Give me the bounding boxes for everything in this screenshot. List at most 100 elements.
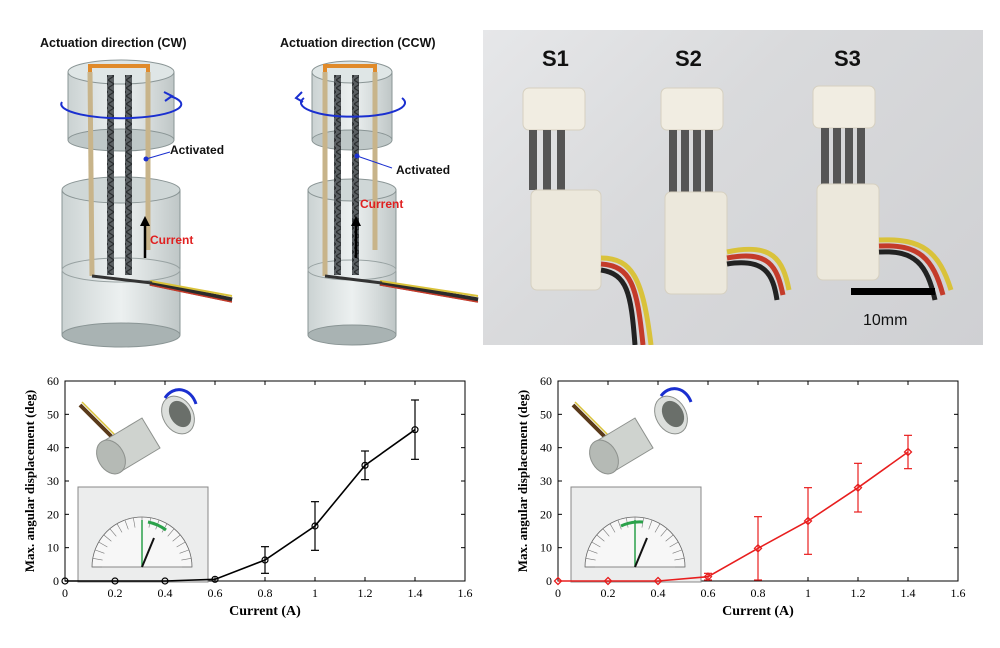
actuator-ccw-drawing (294, 60, 479, 346)
series-line (558, 451, 909, 582)
data-point (161, 577, 169, 585)
protractor-tick (172, 534, 181, 542)
x-tick-label: 1 (312, 586, 318, 600)
schematic-ccw: Actuation direction (CCW) (270, 30, 490, 350)
protractor-tick (167, 528, 175, 537)
schematic-cw: Actuation direction (CW) (30, 30, 250, 350)
x-tick-label: 0.4 (651, 586, 666, 600)
protractor-needle (141, 537, 155, 568)
x-tick-label: 1.4 (901, 586, 916, 600)
protractor-tick (674, 558, 685, 561)
data-point (211, 575, 219, 583)
data-point (803, 516, 813, 526)
actuator-cw-icon (78, 388, 198, 475)
protractor-photo-icon (570, 486, 702, 583)
y-tick-label: 40 (540, 441, 552, 455)
inset-cable (571, 403, 610, 442)
data-point (653, 576, 663, 586)
y-axis-label: Max. angular displacement (deg) (22, 390, 37, 572)
inset-rotor-hole (168, 400, 192, 428)
protractor-tick (585, 558, 596, 561)
protractor-tick (591, 541, 601, 548)
protractor-tick (98, 541, 108, 548)
inset-rotation-arrow (163, 388, 198, 405)
data-point (853, 483, 863, 493)
protractor-tick (103, 534, 112, 542)
data-point (361, 461, 369, 469)
scale-bar (851, 288, 935, 295)
schematic-cw-title: Actuation direction (CW) (40, 36, 187, 50)
sample-s2-label: S2 (675, 46, 702, 71)
schematic-ccw-title: Actuation direction (CCW) (280, 36, 436, 50)
cw-current-label: Current (150, 233, 194, 247)
x-tick-label: 0.6 (701, 586, 716, 600)
protractor-tick (176, 541, 186, 548)
data-point (311, 522, 319, 530)
inset-rotor-hole (661, 400, 685, 428)
data-point (903, 447, 913, 457)
data-point (111, 577, 119, 585)
protractor-tick (669, 541, 679, 548)
schematic-drawings (60, 59, 479, 348)
protractor-tick (602, 528, 610, 537)
y-tick-label: 50 (540, 407, 552, 421)
sample-s1-body (522, 87, 654, 345)
protractor-tick (179, 549, 190, 554)
series-line (65, 429, 416, 582)
protractor-tick (124, 519, 129, 530)
sample-s3-label: S3 (834, 46, 861, 71)
samples-photo: S1 S2 S3 10mm (483, 30, 983, 345)
protractor-tick (596, 534, 605, 542)
protractor-tick (660, 528, 668, 537)
protractor-tick (109, 528, 117, 537)
sample-s1-label: S1 (542, 46, 569, 71)
y-tick-label: 10 (47, 541, 59, 555)
inset-cylinder-end (589, 439, 619, 475)
inset-cable-stripe (574, 401, 611, 438)
x-tick-label: 1.2 (358, 586, 373, 600)
x-tick-label: 0.6 (208, 586, 223, 600)
y-tick-label: 0 (53, 574, 59, 588)
y-tick-label: 30 (47, 474, 59, 488)
ccw-activated-label: Activated (396, 163, 451, 177)
x-tick-label: 0.2 (601, 586, 616, 600)
protractor-green-arrow (147, 520, 167, 532)
x-tick-label: 0 (62, 586, 68, 600)
x-tick-label: 0.8 (751, 586, 766, 600)
x-tick-label: 1.6 (458, 586, 473, 600)
y-tick-label: 20 (540, 507, 552, 521)
data-point (753, 543, 763, 553)
inset-cylinder-end (96, 439, 126, 475)
protractor-photo-icon (77, 486, 209, 583)
y-tick-label: 30 (540, 474, 552, 488)
inset-cable-stripe (81, 401, 118, 438)
x-tick-label: 1 (805, 586, 811, 600)
x-tick-label: 1.4 (408, 586, 423, 600)
sample-s3-body (812, 85, 954, 301)
ccw-current-label: Current (360, 197, 404, 211)
protractor-tick (617, 519, 622, 530)
y-tick-label: 60 (540, 374, 552, 388)
y-tick-label: 20 (47, 507, 59, 521)
y-tick-label: 60 (47, 374, 59, 388)
protractor-tick (181, 558, 192, 561)
y-tick-label: 40 (47, 441, 59, 455)
x-tick-label: 0.2 (108, 586, 123, 600)
protractor-tick (609, 523, 616, 533)
inset-rotation-arrow (659, 387, 693, 403)
x-tick-label: 1.6 (951, 586, 966, 600)
x-tick-label: 0.8 (258, 586, 273, 600)
data-point (553, 576, 563, 586)
protractor-green-arrow (620, 520, 644, 528)
data-point (411, 426, 419, 434)
protractor-tick (654, 523, 661, 533)
scale-bar-label: 10mm (863, 312, 908, 329)
samples-photo-art (522, 85, 954, 345)
x-tick-label: 0 (555, 586, 561, 600)
actuator-ccw-icon (571, 387, 693, 475)
protractor-tick (587, 549, 598, 554)
actuator-cw-drawing (60, 59, 233, 348)
cw-activated-label: Activated (170, 143, 225, 157)
